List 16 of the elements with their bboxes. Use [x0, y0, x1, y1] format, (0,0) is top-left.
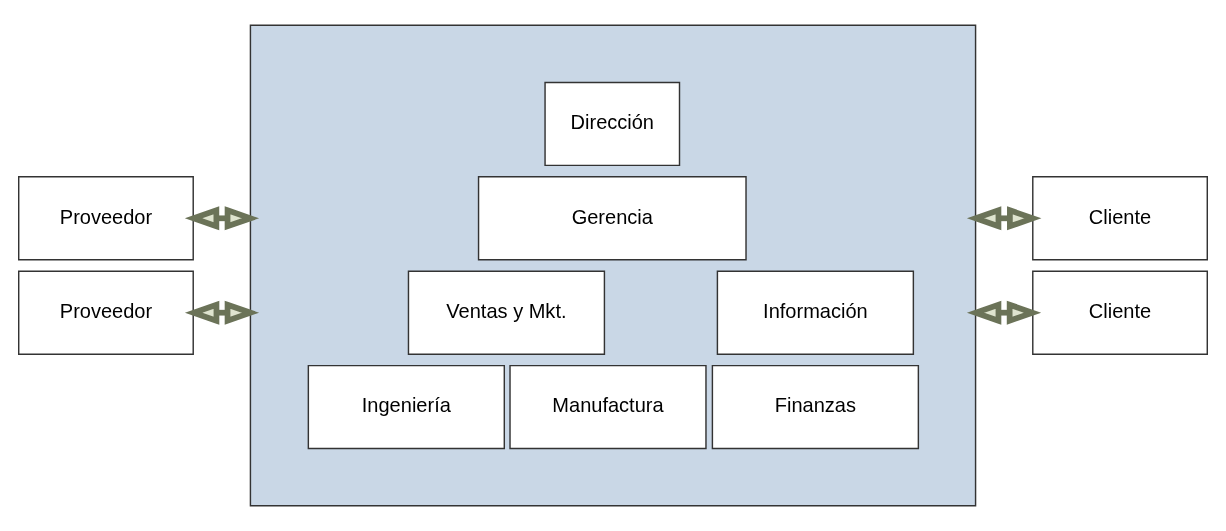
node-box: Manufactura	[509, 364, 707, 450]
node-box: Dirección	[544, 81, 681, 167]
arrow	[184, 206, 260, 231]
node-box: Información	[716, 270, 915, 355]
cluster	[249, 24, 977, 507]
arrow	[966, 206, 1042, 231]
node-box: Gerencia	[477, 176, 747, 261]
node-box: Proveedor	[18, 270, 194, 355]
node-box: Ventas y Mkt.	[407, 270, 606, 355]
node-box: Proveedor	[18, 176, 194, 261]
node-box: Ingeniería	[307, 364, 505, 450]
node-box: Cliente	[1032, 270, 1208, 355]
node-box: Cliente	[1032, 176, 1208, 261]
node-box: Finanzas	[711, 364, 920, 450]
arrow	[966, 300, 1042, 325]
arrow	[184, 300, 260, 325]
